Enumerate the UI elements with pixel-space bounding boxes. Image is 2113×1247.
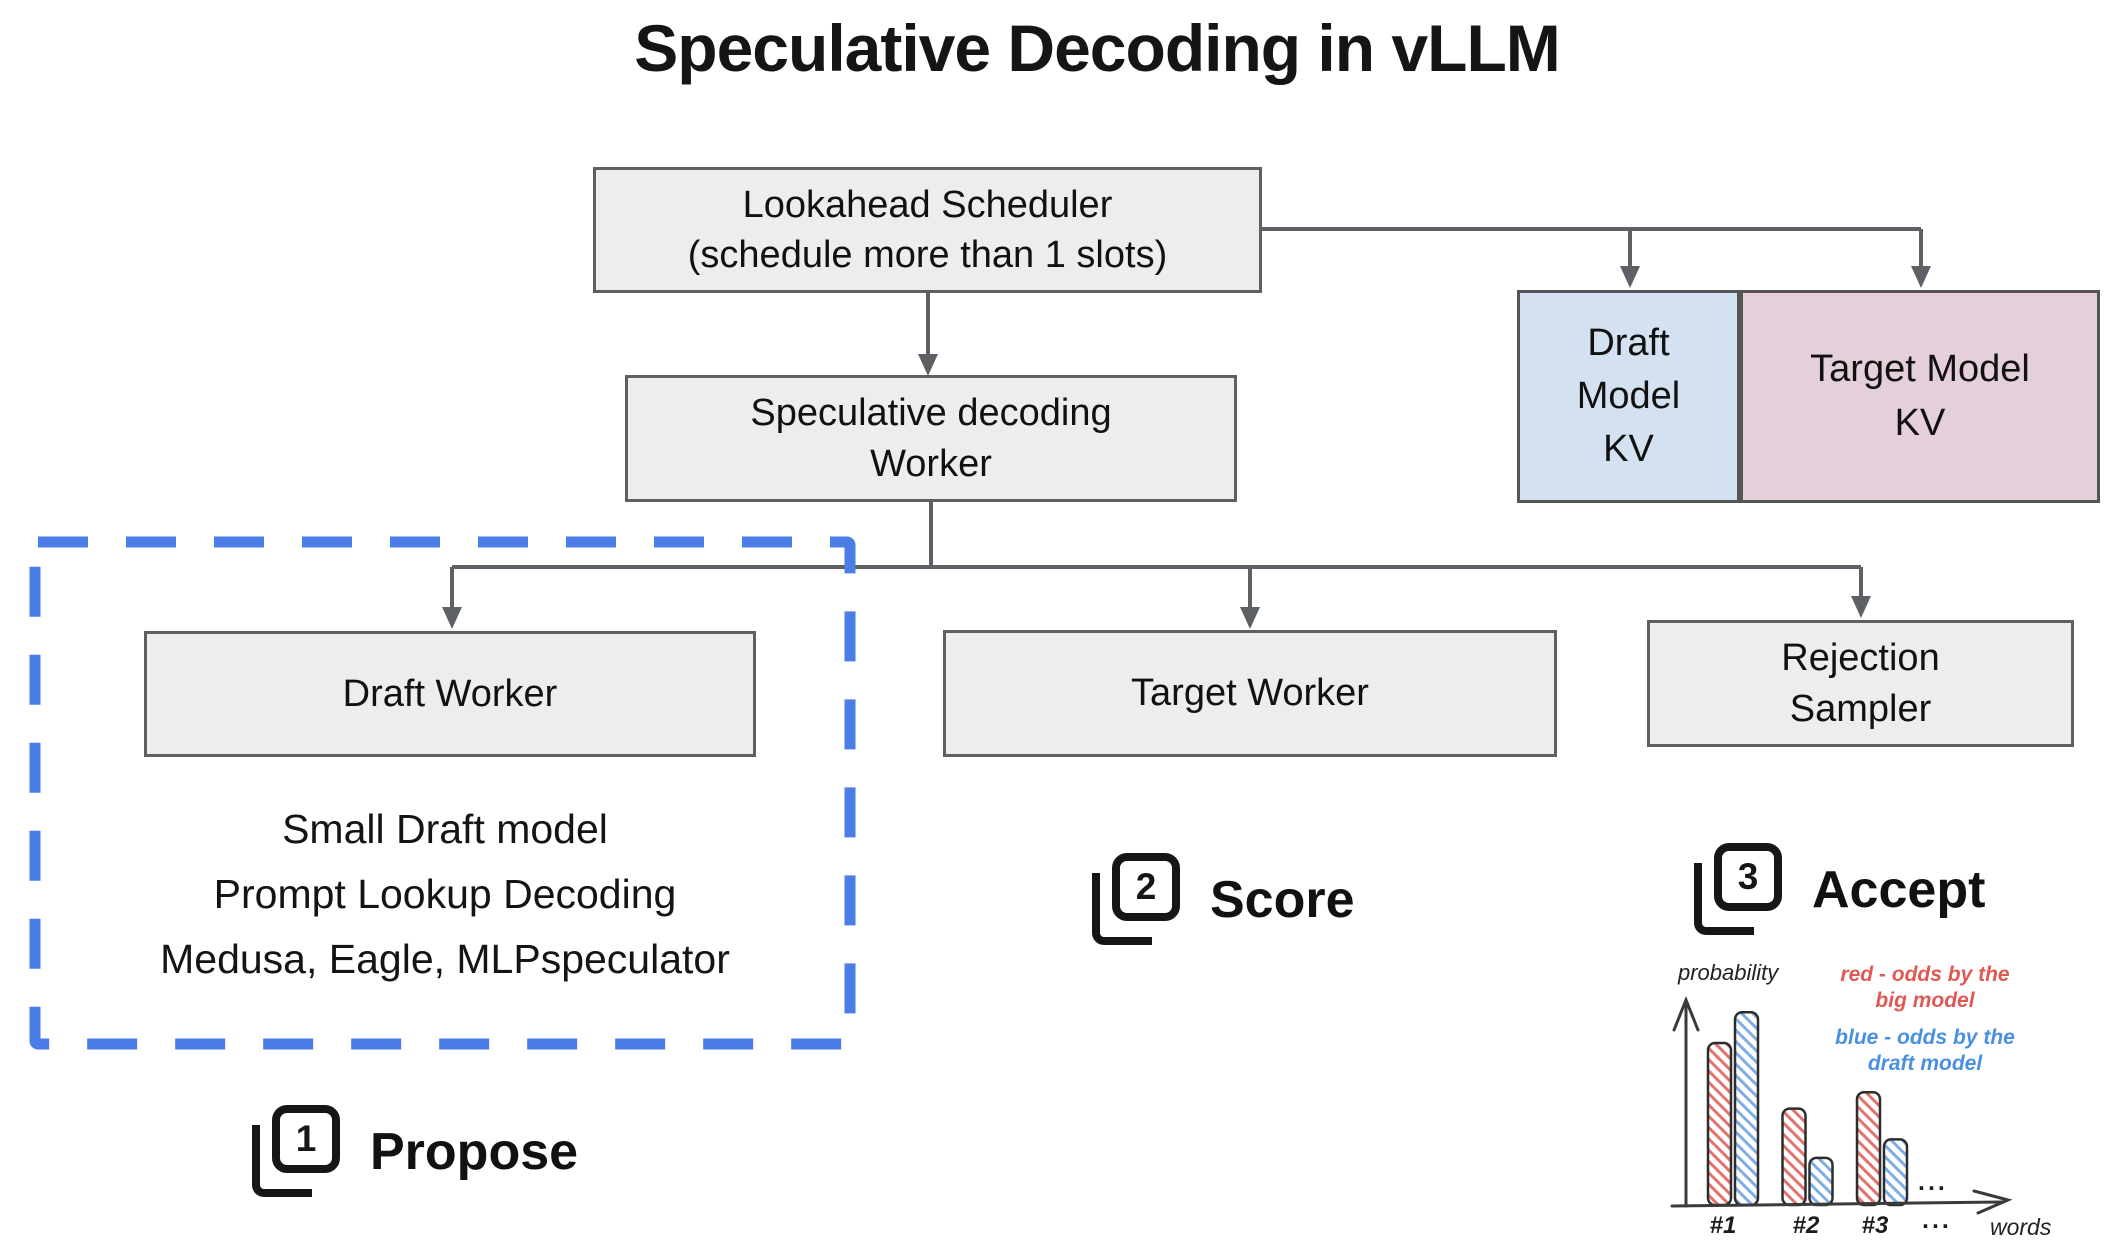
step-number-badge: 1 (272, 1105, 340, 1173)
y-axis-label: probability (1678, 960, 1779, 985)
stacked-sheet-shape (252, 1125, 312, 1197)
arrow-into-draft-worker (442, 607, 462, 629)
step-score-label: Score (1210, 871, 1355, 929)
node-target-model-kv: Target Model KV (1740, 290, 2100, 503)
x-axis-label: words (1990, 1214, 2052, 1240)
step-2-icon: 2 (1092, 853, 1180, 947)
bar-blue-#3 (1882, 1138, 1909, 1207)
legend-red: red - odds by the big model (1840, 963, 2010, 1013)
node-draft-worker: Draft Worker (144, 631, 756, 757)
step-1-icon: 1 (252, 1105, 340, 1199)
node-rejection-sampler: Rejection Sampler (1647, 620, 2074, 747)
draft-option-label: Prompt Lookup Decoding (213, 870, 677, 917)
node-target-worker: Target Worker (943, 630, 1557, 757)
y-axis-arrowhead (1672, 995, 1700, 1032)
page-title: Speculative Decoding in vLLM (634, 11, 1561, 85)
bar-blue-#1 (1733, 1011, 1760, 1207)
ellipsis-label: ... (1918, 1168, 1948, 1196)
stacked-sheet-shape (1092, 873, 1152, 945)
stacked-sheet-shape (1694, 863, 1754, 935)
arrow-into-target-kv (1911, 266, 1931, 288)
bar-red-#2 (1781, 1107, 1807, 1207)
step-3-icon: 3 (1694, 843, 1782, 937)
bar-red-#1 (1706, 1041, 1733, 1207)
node-speculative-decoding-worker: Speculative decoding Worker (625, 375, 1237, 502)
x-tick-label: #1 (1709, 1212, 1737, 1239)
x-tick-label: #2 (1792, 1212, 1820, 1239)
chart-legend: red - odds by the big model blue - odds … (1770, 962, 2080, 1087)
chart-axes (1670, 995, 2013, 1215)
draft-option-label: Small Draft model (282, 806, 608, 852)
legend-blue: blue - odds by the draft model (1835, 1025, 2015, 1075)
x-axis-arrowhead (1972, 1189, 2013, 1215)
step-accept: 3 Accept (1694, 843, 1985, 937)
step-propose: 1 Propose (252, 1105, 578, 1199)
bar-red-#3 (1855, 1091, 1882, 1207)
step-number-badge: 3 (1714, 843, 1782, 911)
arrow-into-rejection-sampler (1851, 596, 1871, 618)
chart-bars (1706, 1011, 1909, 1207)
draft-worker-options: Small Draft model Prompt Lookup Decoding… (35, 797, 855, 991)
bar-blue-#2 (1808, 1156, 1834, 1207)
arrow-into-draft-kv (1620, 266, 1640, 288)
chart-plot (1670, 995, 2013, 1215)
ellipsis-label: ... (1922, 1206, 1952, 1234)
node-lookahead-scheduler: Lookahead Scheduler (schedule more than … (593, 167, 1262, 293)
draft-option-label: Medusa, Eagle, MLPspeculator (160, 935, 730, 982)
arrow-into-spec-worker (918, 354, 938, 376)
step-score: 2 Score (1092, 853, 1355, 947)
step-accept-label: Accept (1812, 861, 1986, 919)
step-number-badge: 2 (1112, 853, 1180, 921)
step-propose-label: Propose (370, 1123, 579, 1181)
x-axis (1670, 1200, 2004, 1208)
acceptance-probability-chart: probability red - odds by the big model … (1650, 950, 2113, 1247)
x-tick-label: #3 (1861, 1212, 1889, 1239)
node-draft-model-kv: Draft Model KV (1517, 290, 1740, 503)
arrow-into-target-worker (1240, 607, 1260, 629)
